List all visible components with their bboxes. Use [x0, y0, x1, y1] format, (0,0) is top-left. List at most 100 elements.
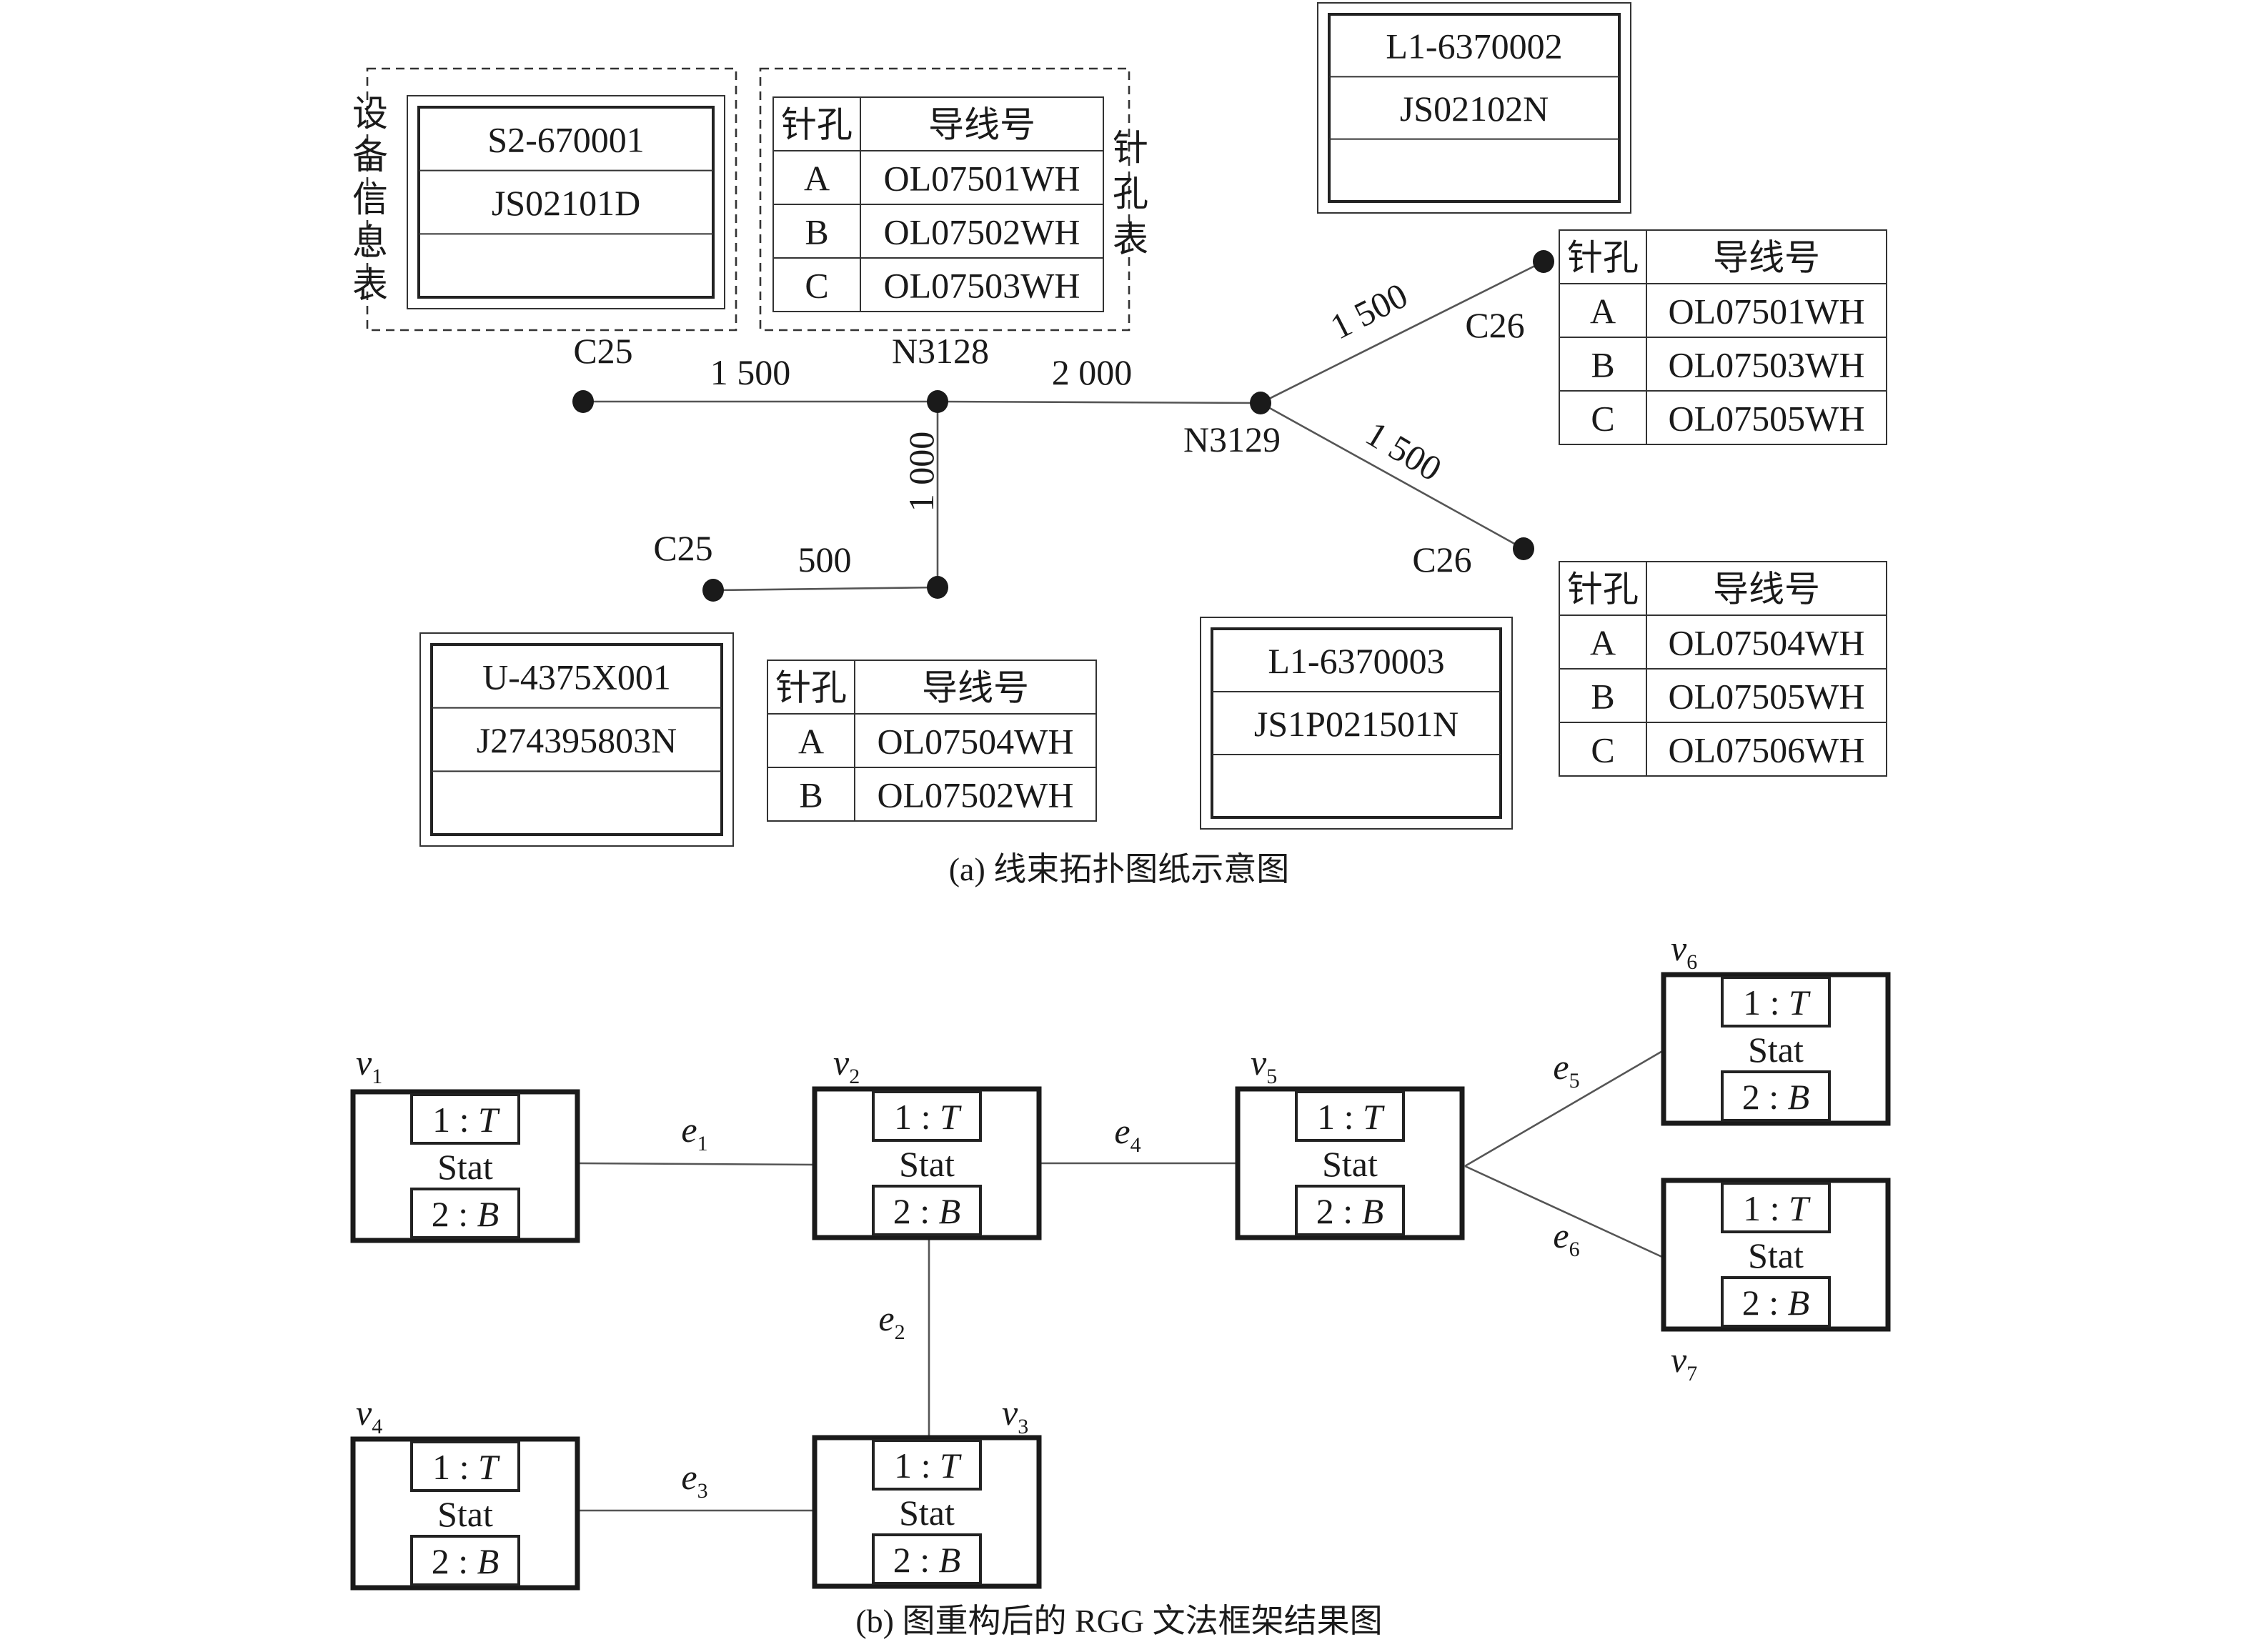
top-port-label: 1 : T [432, 1100, 500, 1140]
pin-table-vertical-label-char: 针 [1113, 128, 1148, 168]
bottom-port-label: 2 : B [1742, 1283, 1809, 1323]
caption-b: (b) 图重构后的 RGG 文法框架结果图 [855, 1603, 1382, 1639]
caption-a: (a) 线束拓扑图纸示意图 [949, 851, 1290, 887]
vertex-outer-box [1235, 1086, 1465, 1240]
pin-table-pin-cell: B [1591, 345, 1614, 385]
device-table-outer-border [407, 95, 725, 309]
connector-node-dot [572, 390, 594, 413]
edge-label-subscript: 2 [895, 1320, 905, 1344]
top-port-label: 1 : T [894, 1097, 962, 1137]
connector-node-dot [927, 390, 948, 413]
vertex-outer-box [350, 1436, 580, 1591]
vertex-outer-box [812, 1086, 1042, 1240]
vertex-name-label: v4 [356, 1393, 382, 1438]
pin-table-wire-cell: OL07503WH [1669, 345, 1865, 385]
pin-table-pin-cell: B [805, 212, 828, 252]
pin-table-header-pin: 针孔 [775, 668, 847, 708]
wire-segment [1260, 402, 1524, 550]
port-number: 1 : [1743, 1188, 1789, 1228]
segment-length-label: 500 [798, 539, 852, 579]
edge-label-subscript: 4 [1131, 1133, 1141, 1157]
port-type: T [940, 1097, 962, 1137]
pin-table-header-wire: 导线号 [1713, 569, 1820, 609]
vertex-type-label: Stat [1322, 1144, 1378, 1184]
vertex-name-subscript: 5 [1266, 1065, 1277, 1088]
pin-table-pin-cell: C [1591, 399, 1614, 439]
top-port-box [872, 1439, 982, 1491]
top-port-box [1721, 976, 1831, 1027]
edge-label-subscript: 1 [697, 1132, 708, 1155]
connector-node-label: C25 [573, 331, 632, 371]
segment-length-label: 1 500 [1359, 413, 1449, 489]
device-table-cell: L1-6370003 [1268, 641, 1444, 681]
port-type: B [939, 1540, 961, 1580]
device-info-vertical-label-char: 信 [352, 179, 388, 219]
vertex-name-label: v1 [356, 1043, 382, 1088]
device-table-inner-border [1328, 13, 1621, 203]
device-table-outer-border [1317, 2, 1631, 214]
edge-label-subscript: 5 [1569, 1069, 1580, 1093]
edge-label: e2 [878, 1298, 905, 1344]
segment-length-label: 1 500 [710, 352, 791, 392]
pin-table-pin-cell: A [804, 159, 830, 199]
device-table-cell: JS02101D [492, 183, 640, 223]
connector-node-label: N3128 [892, 331, 989, 371]
connector-node-dot [1533, 250, 1554, 273]
graph-edge [577, 1162, 815, 1166]
connector-node-label: C26 [1412, 539, 1471, 579]
top-port-label: 1 : T [432, 1447, 500, 1487]
connector-node-dot [1250, 392, 1271, 414]
device-table-cell: S2-670001 [487, 119, 644, 159]
pin-table-wire-cell: OL07505WH [1669, 677, 1865, 717]
device-table-cell: J274395803N [477, 720, 677, 760]
pin-table-wire-cell: OL07504WH [878, 722, 1074, 762]
device-table-cell: JS02102N [1400, 89, 1549, 129]
vertex-outer-box [1661, 972, 1891, 1126]
pin-table-wire-cell: OL07504WH [1669, 623, 1865, 663]
bottom-port-box [872, 1185, 982, 1236]
pin-table-header-pin: 针孔 [1567, 569, 1639, 609]
device-table-inner-border [430, 643, 723, 836]
top-port-label: 1 : T [1743, 982, 1811, 1022]
top-port-label: 1 : T [1743, 1188, 1811, 1228]
pin-table-pin-cell: C [805, 266, 828, 306]
pin-table-pin-cell: C [1591, 730, 1614, 770]
vertex-outer-box [812, 1435, 1042, 1589]
device-table-inner-border [417, 106, 715, 299]
connector-node-dot [927, 576, 948, 599]
edge-label: e3 [681, 1457, 707, 1503]
top-port-label: 1 : T [894, 1446, 962, 1486]
bottom-port-box [1721, 1276, 1831, 1328]
vertex-name-subscript: 3 [1018, 1415, 1028, 1438]
edge-label-subscript: 6 [1569, 1238, 1580, 1261]
device-info-callout-frame [366, 67, 737, 332]
vertex-name-subscript: 6 [1686, 950, 1697, 974]
vertex-type-label: Stat [899, 1493, 955, 1533]
top-port-box [410, 1440, 520, 1492]
port-number: 1 : [894, 1446, 940, 1486]
port-type: T [1789, 982, 1811, 1022]
port-number: 2 : [432, 1541, 477, 1581]
pin-table-header-wire: 导线号 [928, 105, 1035, 145]
wire-segment [937, 400, 1261, 404]
pin-table-pin-cell: A [798, 722, 824, 762]
vertex-name-label: v3 [1002, 1393, 1028, 1438]
edge-label: e1 [681, 1110, 707, 1155]
pin-table-wire-cell: OL07501WH [1669, 292, 1865, 332]
port-number: 2 : [432, 1194, 477, 1234]
connector-node-label: N3129 [1183, 419, 1281, 459]
pin-table-pin-cell: A [1590, 292, 1616, 332]
graph-edge [1464, 1049, 1664, 1168]
pin-table-wire-cell: OL07506WH [1669, 730, 1865, 770]
port-type: B [477, 1541, 500, 1581]
bottom-port-box [410, 1535, 520, 1586]
device-info-vertical-label-char: 设 [352, 94, 388, 134]
